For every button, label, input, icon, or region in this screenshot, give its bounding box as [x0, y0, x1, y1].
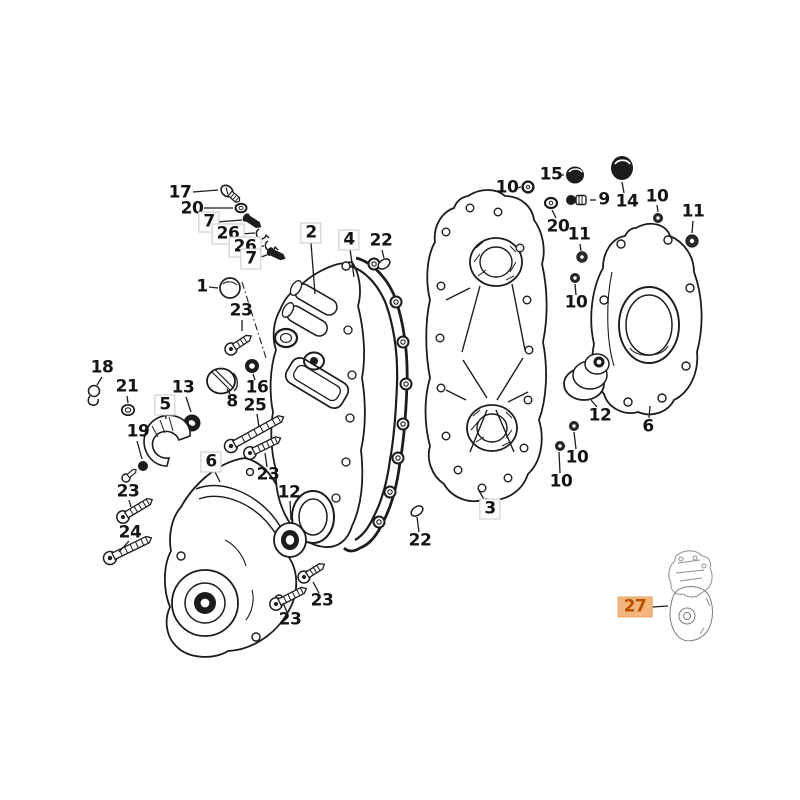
part-callout-12[interactable]: 12 [588, 405, 612, 426]
seal-part-12-center [273, 522, 307, 558]
screw-part-17 [220, 184, 241, 203]
part-callout-12[interactable]: 12 [277, 482, 301, 503]
leader-line-22 [416, 516, 420, 533]
part-callout-18[interactable]: 18 [90, 357, 114, 378]
leader-line-8 [226, 388, 231, 395]
leader-line-11 [579, 243, 582, 252]
leader-line-10 [516, 186, 522, 189]
leader-line-27 [651, 605, 669, 608]
part-callout-22[interactable]: 22 [369, 230, 393, 251]
part-callout-24[interactable]: 24 [118, 522, 142, 543]
leader-line-23 [128, 499, 132, 508]
middle-plate-part-3 [424, 189, 548, 503]
part-callout-1[interactable]: 1 [196, 276, 208, 297]
right-cover-part-6 [590, 222, 703, 416]
screw-part-9 [566, 194, 587, 206]
leader-line-21 [126, 395, 129, 404]
leader-line-24 [118, 540, 130, 553]
leader-line-22 [381, 249, 385, 259]
plug-part-22-top [377, 258, 391, 270]
cap-part-8 [206, 367, 238, 395]
part-callout-10[interactable]: 10 [495, 177, 519, 198]
part-callout-2[interactable]: 2 [300, 222, 322, 244]
part-callout-25[interactable]: 25 [243, 395, 267, 416]
leader-line-7 [216, 219, 243, 223]
leader-line-13 [185, 396, 192, 413]
part-callout-20[interactable]: 20 [180, 198, 204, 219]
part-callout-9[interactable]: 9 [598, 189, 610, 210]
leader-line-1 [208, 286, 219, 289]
part-callout-10[interactable]: 10 [549, 471, 573, 492]
leader-line-10 [573, 431, 577, 450]
leader-line-20 [551, 209, 557, 219]
washer-part-20-top [234, 202, 248, 214]
leader-line-10 [656, 204, 659, 213]
plug-part-1 [219, 277, 241, 299]
part-callout-15[interactable]: 15 [539, 164, 563, 185]
assembly-thumbnail-part-27[interactable] [668, 550, 713, 642]
leader-line-11 [691, 220, 694, 234]
part-callout-8[interactable]: 8 [226, 391, 238, 412]
washer-part-20-right [543, 196, 559, 210]
bracket-part-5 [143, 414, 191, 467]
part-callout-17[interactable]: 17 [168, 182, 192, 203]
part-callout-20[interactable]: 20 [546, 216, 570, 237]
part-callout-21[interactable]: 21 [115, 376, 139, 397]
part-callout-7[interactable]: 7 [240, 248, 262, 270]
part-callout-13[interactable]: 13 [171, 377, 195, 398]
part-callout-14[interactable]: 14 [615, 191, 639, 212]
screw-part-19 [121, 468, 137, 483]
part-callout-4[interactable]: 4 [338, 229, 360, 251]
leader-line-14 [621, 181, 625, 194]
washer-part-21 [120, 403, 136, 417]
part-callout-3[interactable]: 3 [479, 498, 501, 520]
part-callout-19[interactable]: 19 [126, 421, 150, 442]
nut-part-19 [138, 461, 148, 471]
part-callout-22[interactable]: 22 [408, 530, 432, 551]
part-callout-23[interactable]: 23 [116, 481, 140, 502]
part-callout-10[interactable]: 10 [564, 292, 588, 313]
leader-line-2 [310, 242, 316, 295]
leader-line-18 [96, 376, 103, 386]
part-callout-23[interactable]: 23 [278, 609, 302, 630]
leader-line-4 [349, 248, 355, 278]
part-callout-23[interactable]: 23 [256, 464, 280, 485]
leader-line-6 [648, 405, 651, 419]
leader-line-23 [264, 452, 268, 468]
cap-part-15 [566, 166, 584, 184]
nut-part-11-left [576, 251, 588, 263]
leader-line-10 [574, 283, 577, 296]
part-callout-27[interactable]: 27 [617, 596, 653, 618]
grommet-part-16 [245, 359, 259, 373]
leader-line-16 [252, 373, 256, 381]
part-callout-11[interactable]: 11 [681, 201, 705, 222]
leader-line-25 [256, 413, 260, 428]
leader-line-12 [590, 399, 598, 408]
leader-line-23 [282, 602, 288, 613]
leader-line-23 [312, 581, 320, 594]
part-callout-6[interactable]: 6 [642, 416, 654, 437]
part-callout-23[interactable]: 23 [229, 300, 253, 321]
part-callout-5[interactable]: 5 [154, 394, 176, 416]
leader-line-12 [289, 500, 292, 521]
part-callout-23[interactable]: 23 [310, 590, 334, 611]
leader-line-17 [192, 189, 219, 193]
part-callout-16[interactable]: 16 [245, 377, 269, 398]
bolt-part-7-upper [242, 213, 262, 229]
cap-part-14 [611, 156, 633, 180]
clamp-part-18 [87, 384, 101, 406]
leader-line-10 [558, 451, 561, 474]
plug-part-22-bottom [410, 505, 424, 517]
part-callout-6[interactable]: 6 [200, 451, 222, 473]
ring-part-11-right [685, 234, 699, 248]
leader-line-19 [136, 440, 143, 460]
bolt-part-7-lower [266, 247, 286, 261]
part-callout-11[interactable]: 11 [567, 224, 591, 245]
part-callout-10[interactable]: 10 [565, 447, 589, 468]
seal-part-12-right [563, 353, 610, 401]
part-callout-10[interactable]: 10 [645, 186, 669, 207]
